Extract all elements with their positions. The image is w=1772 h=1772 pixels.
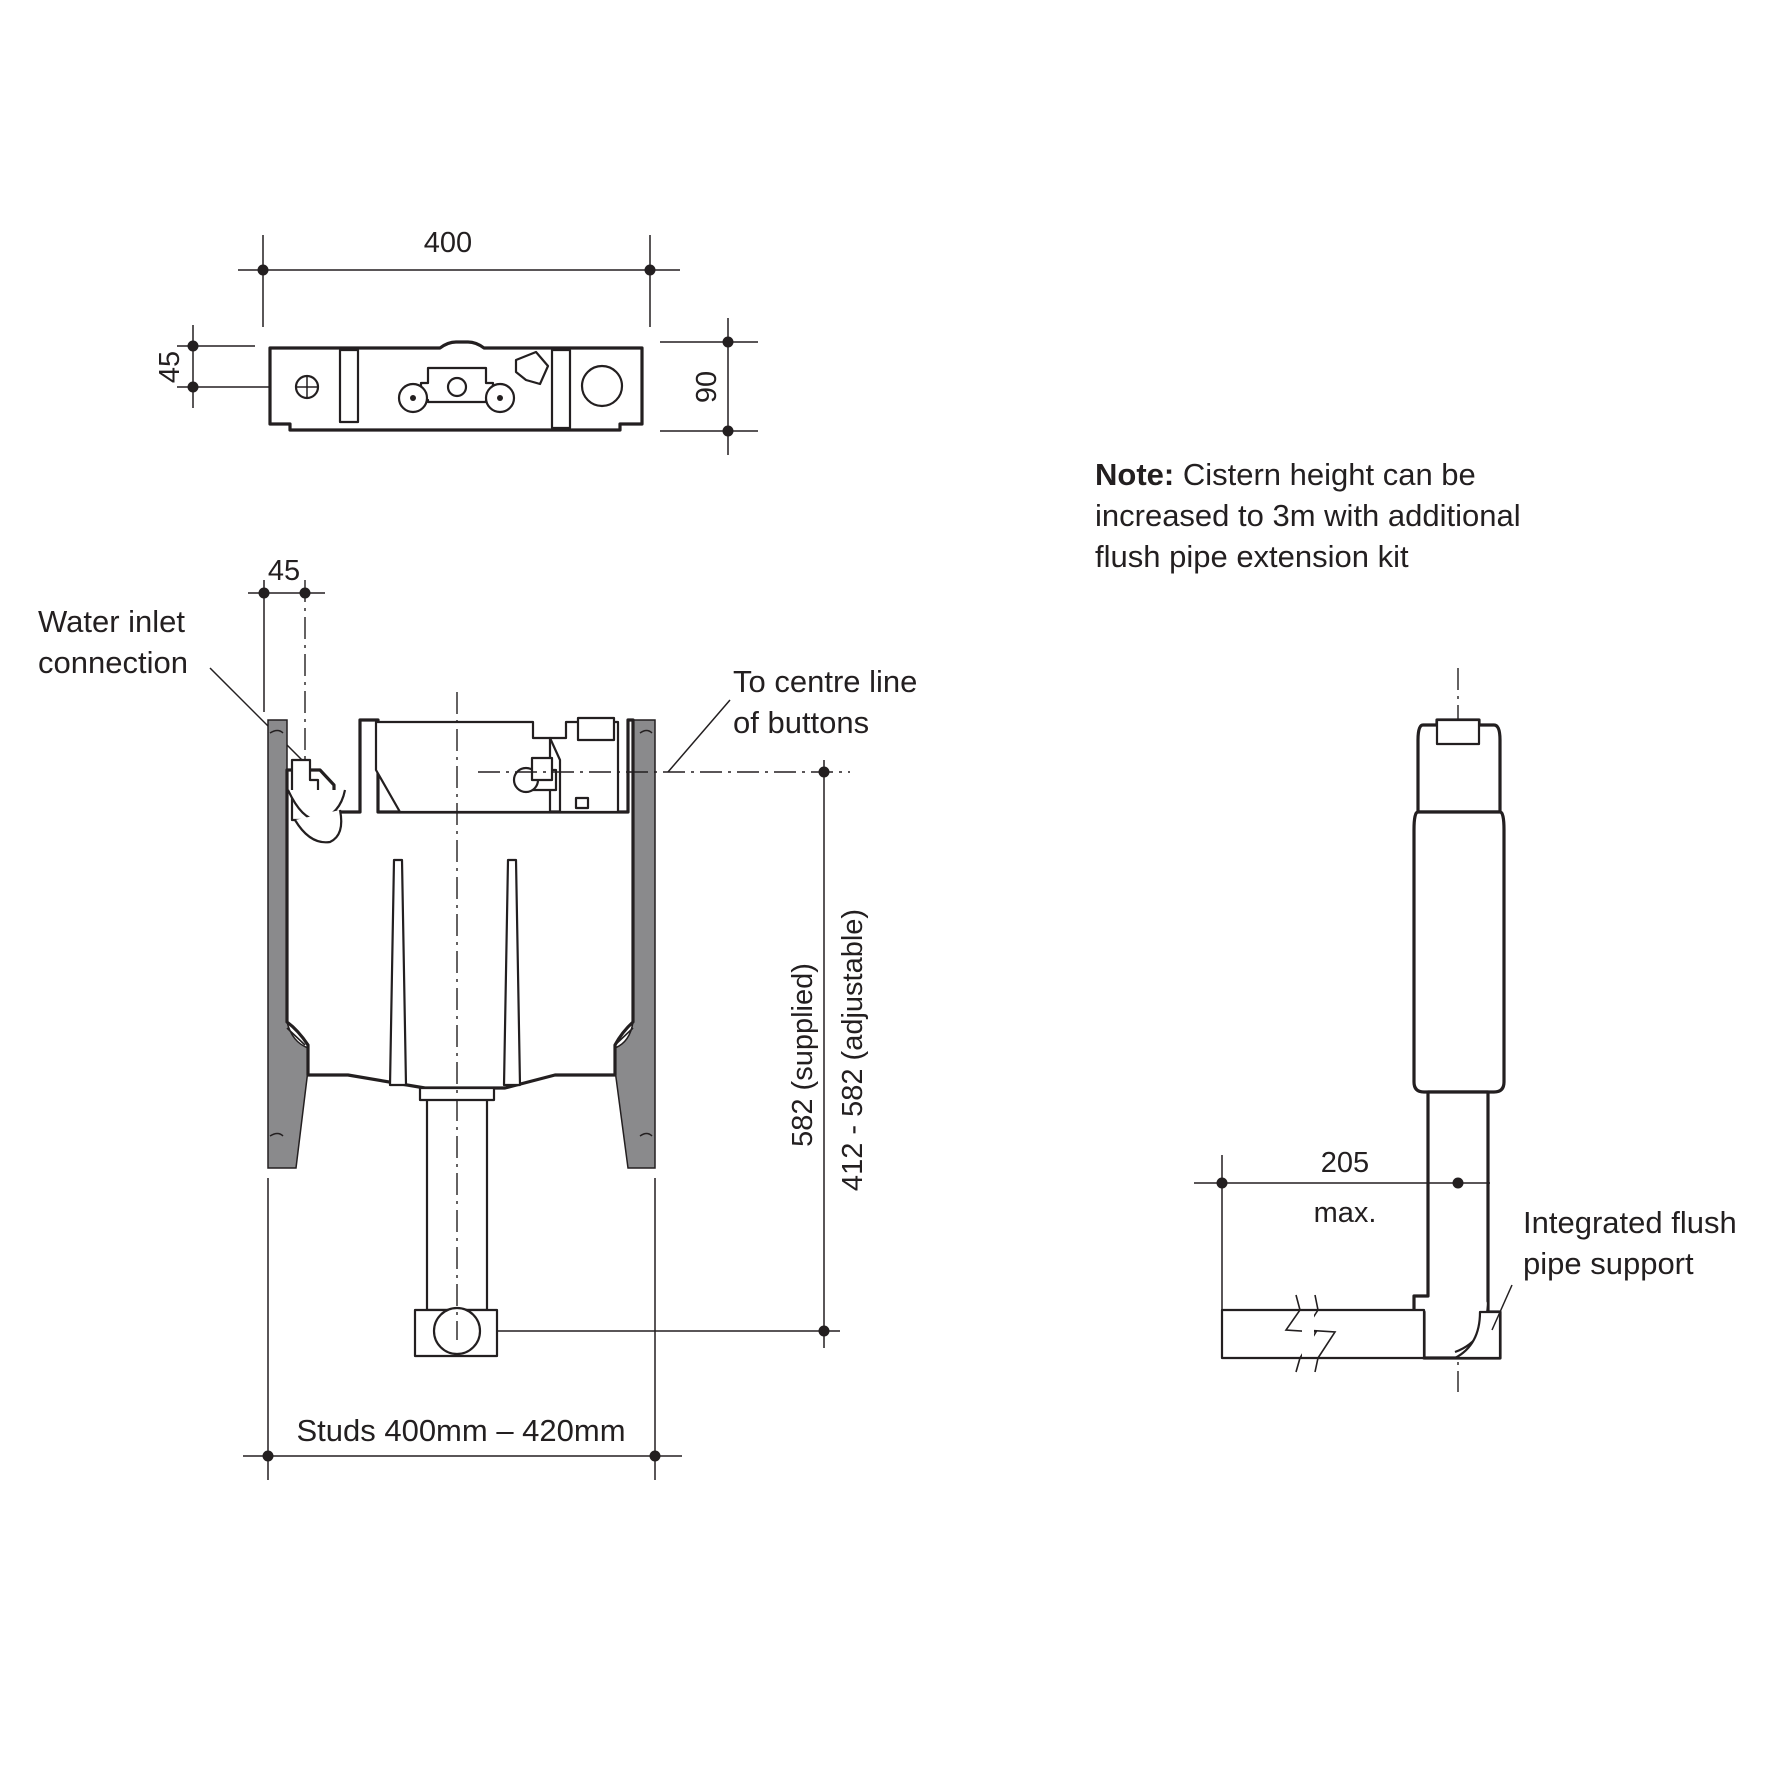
note-line-3: flush pipe extension kit (1095, 539, 1409, 574)
height-dimension: 582 (supplied) 412 - 582 (adjustable) (497, 760, 869, 1348)
note-title: Note: (1095, 457, 1174, 492)
flush-pipe (425, 1086, 489, 1312)
top-offset-label: 45 (154, 351, 186, 383)
support-leader (1491, 1284, 1513, 1331)
note-line-1: Note: Cistern height can be (1095, 457, 1476, 492)
centre-line-label-line-2: of buttons (733, 705, 869, 740)
side-view: 205 max. Integrated flush pipe support (1194, 668, 1737, 1392)
top-view: 400 45 90 (154, 227, 758, 455)
inlet-offset-dimension: 45 (248, 555, 325, 765)
water-inlet-label-line-1: Water inlet (38, 604, 185, 639)
note-line-1-text: Cistern height can be (1174, 457, 1476, 492)
support-label-line-2: pipe support (1523, 1246, 1694, 1281)
centre-line-label-line-1: To centre line (733, 664, 917, 699)
note-line-2: increased to 3m with additional (1095, 498, 1521, 533)
right-frame-bracket (614, 719, 656, 1169)
top-depth-dimension: 90 (660, 318, 758, 455)
side-horizontal-pipe (1220, 1308, 1426, 1360)
centre-line-leader (667, 699, 731, 773)
top-depth-label: 90 (691, 371, 723, 403)
support-label-line-1: Integrated flush (1523, 1205, 1737, 1240)
note-block: Note: Cistern height can be increased to… (1095, 457, 1521, 574)
top-view-body (268, 340, 644, 432)
side-max-label: max. (1314, 1197, 1377, 1229)
inlet-offset-label: 45 (268, 555, 300, 587)
top-width-label: 400 (424, 227, 472, 259)
height-supplied-label: 582 (supplied) (787, 963, 819, 1147)
water-inlet-label-line-2: connection (38, 645, 188, 680)
top-width-dimension: 400 (238, 227, 680, 327)
water-inlet-leader (209, 667, 303, 761)
top-offset-dimension: 45 (154, 325, 290, 408)
studs-dimension: Studs 400mm – 420mm (243, 1178, 682, 1480)
studs-label: Studs 400mm – 420mm (296, 1413, 625, 1448)
side-max-dimension: 205 max. (1194, 1147, 1490, 1310)
side-max-value: 205 (1321, 1147, 1369, 1179)
front-view: 45 Water inlet connection To centre line… (38, 555, 917, 1480)
side-cistern-lower (1412, 810, 1506, 1094)
flush-pipe-support (1453, 1310, 1502, 1360)
height-adjustable-label: 412 - 582 (adjustable) (837, 909, 869, 1191)
